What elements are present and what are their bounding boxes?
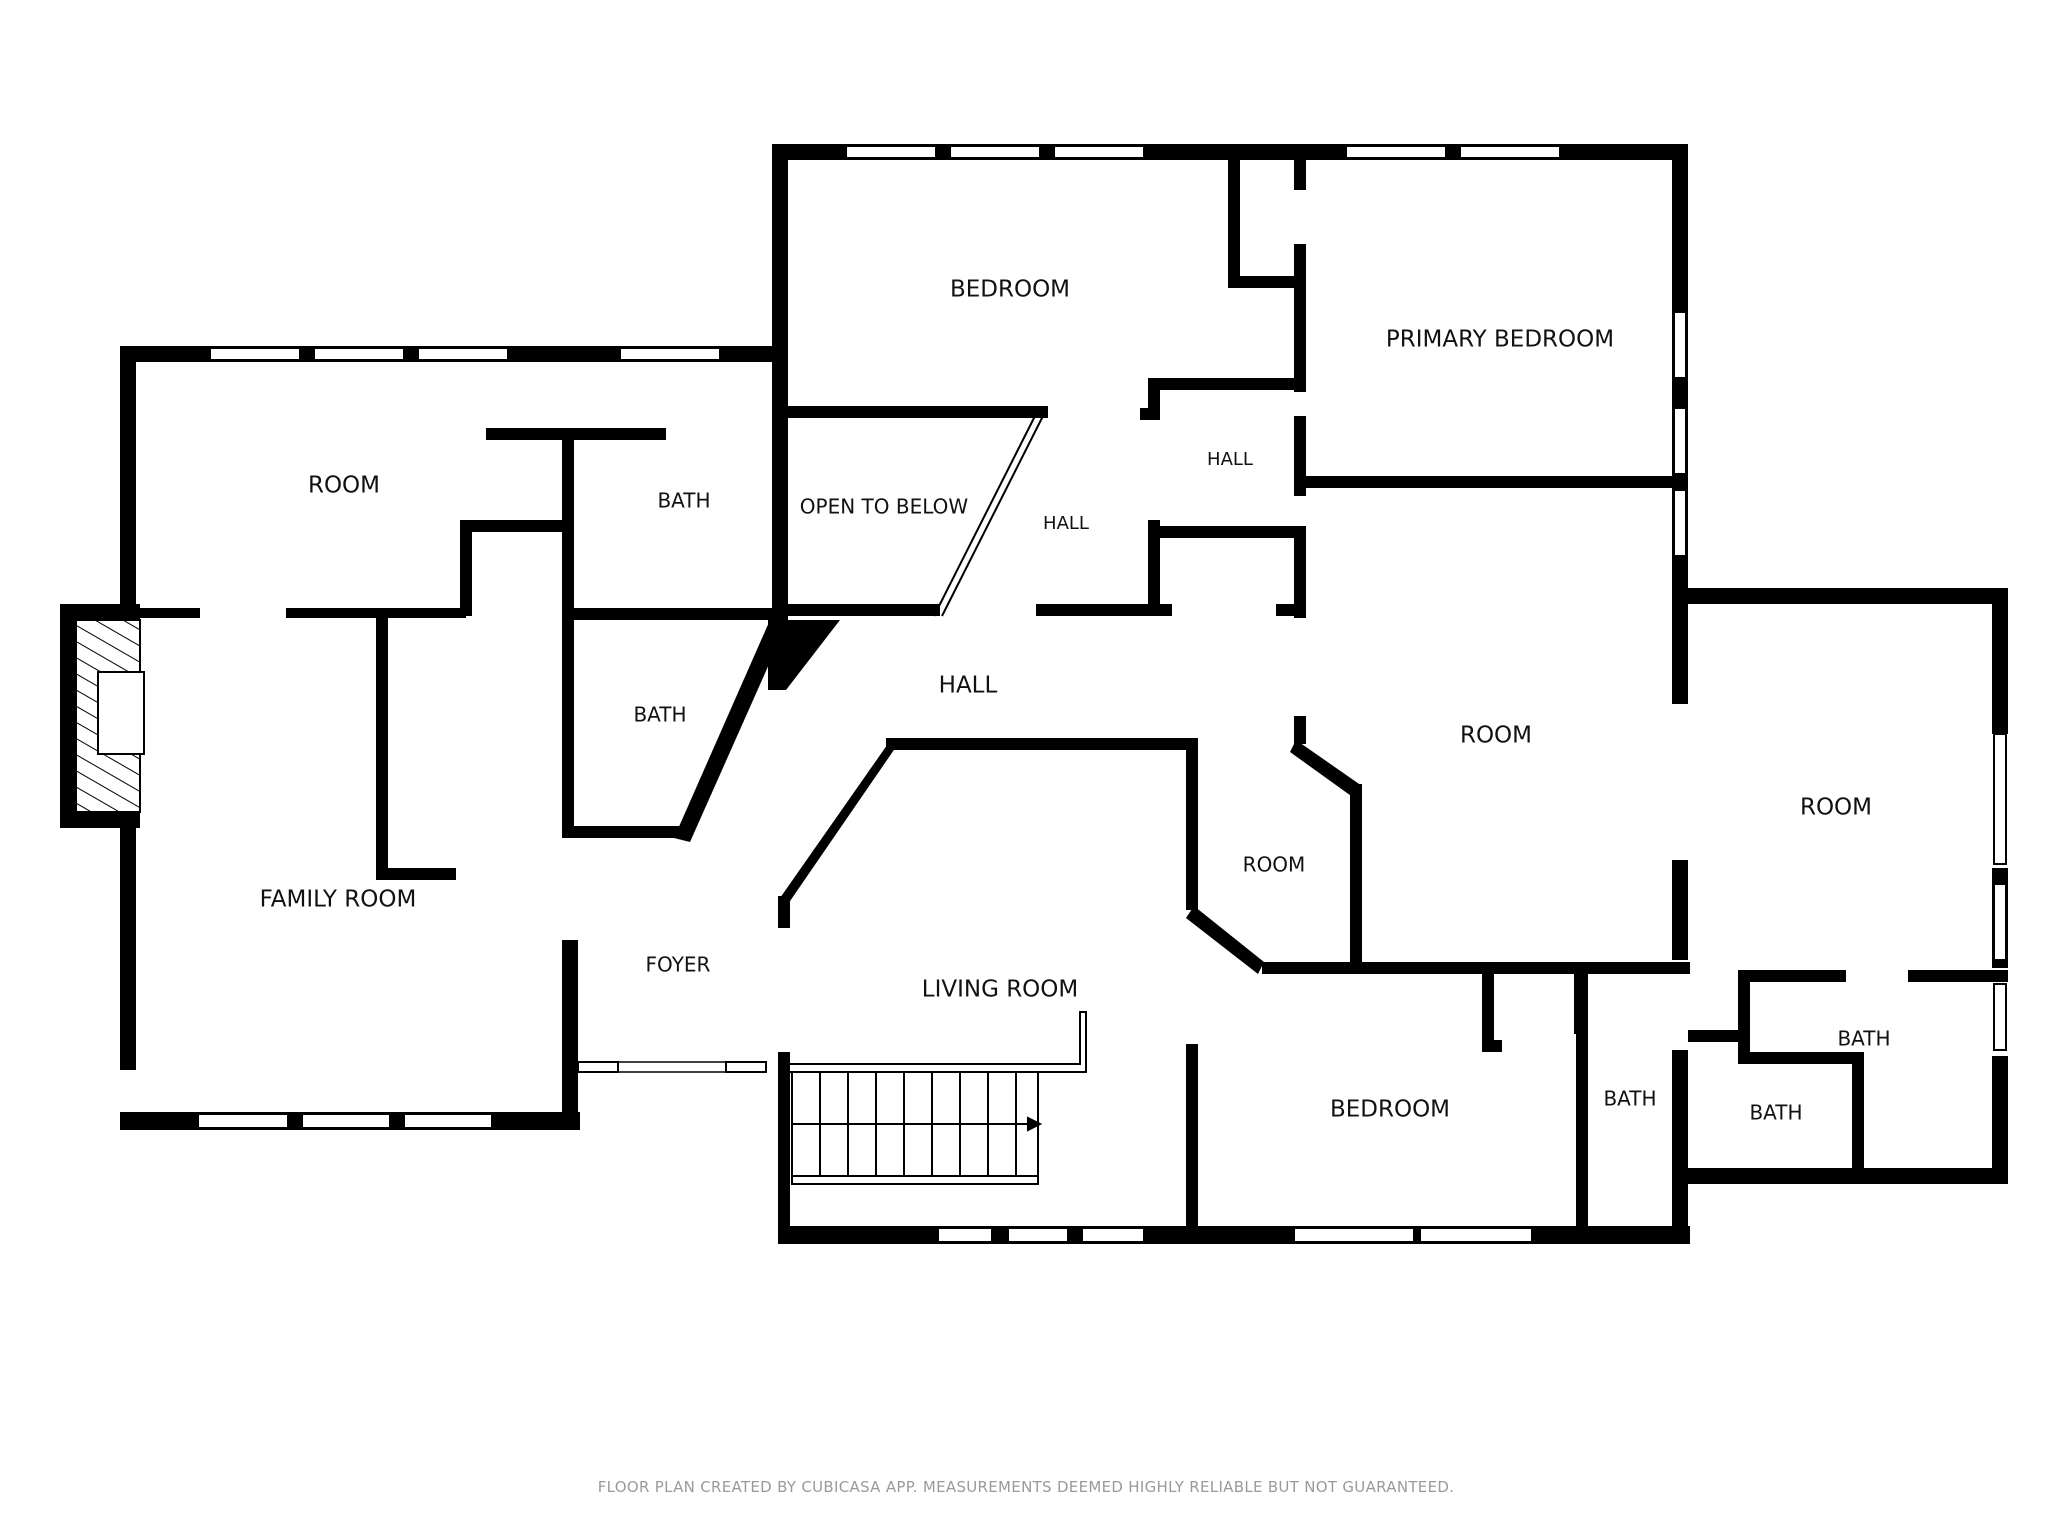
label-open-to-below: OPEN TO BELOW <box>800 495 969 519</box>
label-bedroom-bottom: BEDROOM <box>1330 1097 1450 1123</box>
room-labels: BEDROOM PRIMARY BEDROOM ROOM BATH OPEN T… <box>260 277 1891 1125</box>
label-family-room: FAMILY ROOM <box>260 887 417 913</box>
railing <box>933 413 1045 617</box>
label-room-top-left: ROOM <box>308 473 380 499</box>
label-living-room: LIVING ROOM <box>922 977 1079 1003</box>
label-hall-small: HALL <box>1207 449 1253 470</box>
label-bath-bottom-a: BATH <box>1603 1087 1656 1111</box>
label-bath-bottom-b: BATH <box>1749 1101 1802 1125</box>
footer-disclaimer: FLOOR PLAN CREATED BY CUBICASA APP. MEAS… <box>598 1478 1455 1496</box>
label-room-far-right: ROOM <box>1800 795 1872 821</box>
foyer-threshold <box>618 1061 726 1073</box>
label-primary-bedroom: PRIMARY BEDROOM <box>1386 327 1614 353</box>
label-hall-main: HALL <box>939 673 998 699</box>
windows <box>197 145 2007 1243</box>
walls <box>60 144 2008 1244</box>
label-bath-bottom-c: BATH <box>1837 1027 1890 1051</box>
fireplace <box>75 619 145 813</box>
label-room-center-right: ROOM <box>1460 723 1532 749</box>
staircase <box>790 1011 1087 1185</box>
label-bath-middle: BATH <box>633 703 686 727</box>
label-bedroom-top: BEDROOM <box>950 277 1070 303</box>
label-foyer: FOYER <box>646 953 711 977</box>
label-hall-upper: HALL <box>1043 513 1089 534</box>
label-bath-top: BATH <box>657 489 710 513</box>
label-room-small: ROOM <box>1243 853 1306 877</box>
